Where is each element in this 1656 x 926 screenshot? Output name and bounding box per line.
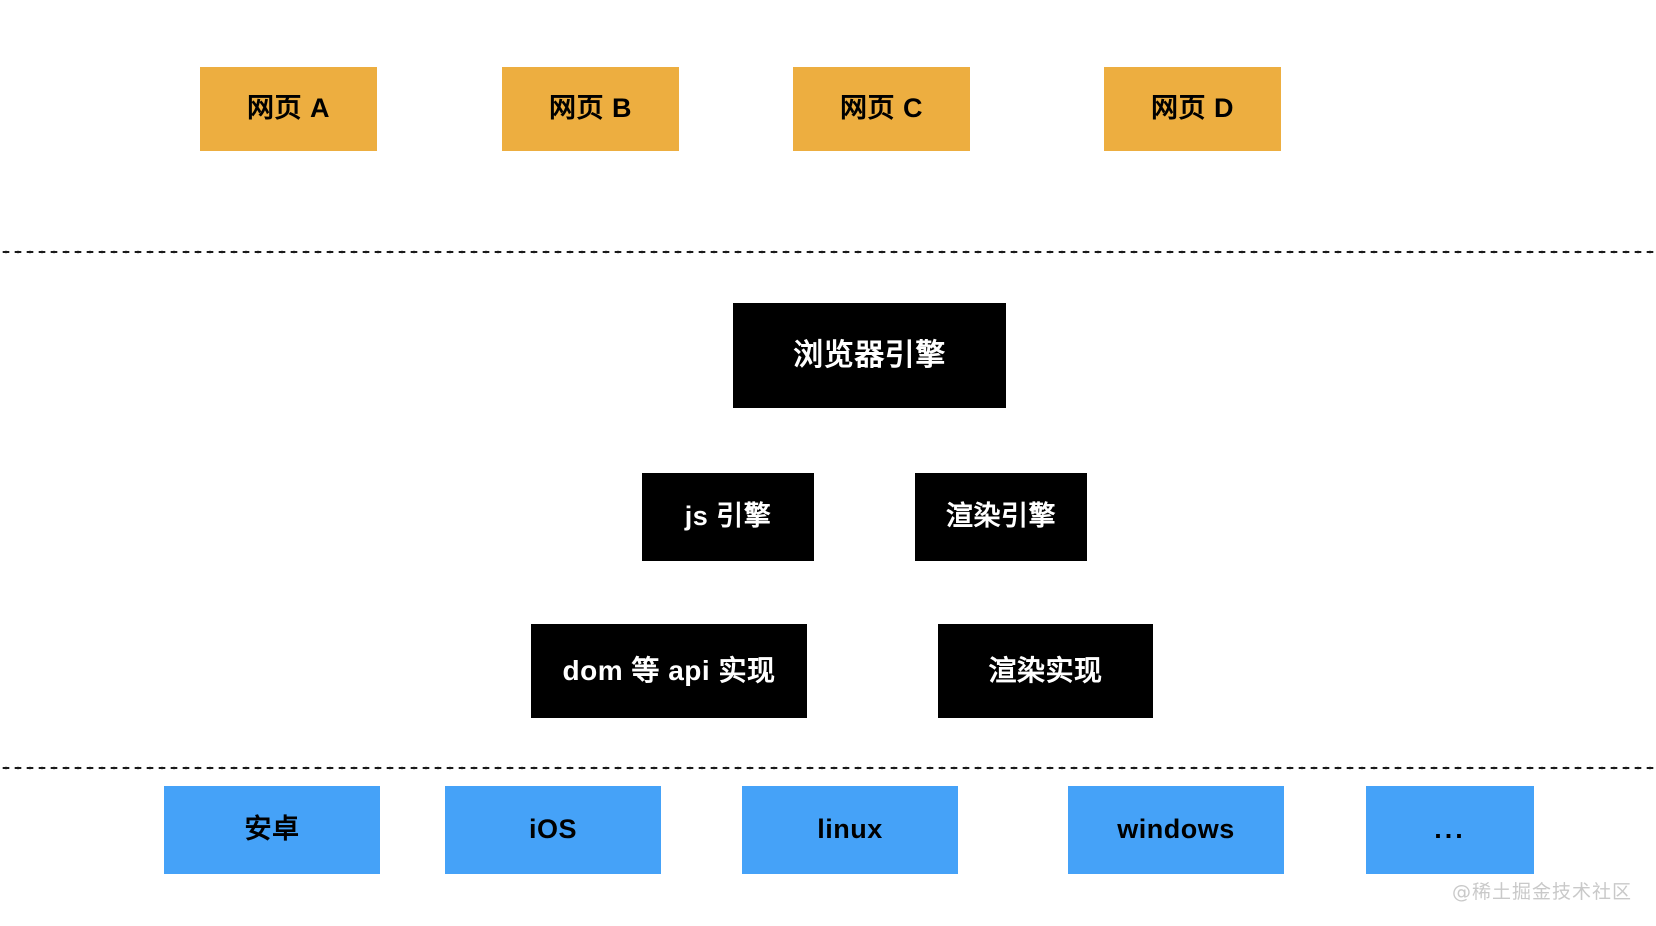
watermark: @稀土掘金技术社区 [1451, 881, 1632, 903]
os-more-label: ... [1434, 814, 1466, 845]
web-page-d-label: 网页 D [1151, 93, 1234, 124]
web-page-a-box[interactable]: 网页 A [200, 67, 377, 151]
os-linux-box[interactable]: linux [742, 786, 958, 874]
web-page-c-label: 网页 C [840, 93, 923, 124]
os-windows-label: windows [1117, 814, 1235, 845]
js-engine-box[interactable]: js 引擎 [642, 473, 814, 561]
web-page-c-box[interactable]: 网页 C [793, 67, 970, 151]
divider-engine-os [0, 766, 1656, 770]
divider-pages-engine [0, 250, 1656, 254]
os-ios-box[interactable]: iOS [445, 786, 661, 874]
js-engine-label: js 引擎 [684, 501, 772, 532]
os-more-box[interactable]: ... [1366, 786, 1534, 874]
render-implementation-box[interactable]: 渲染实现 [938, 624, 1153, 718]
os-android-box[interactable]: 安卓 [164, 786, 380, 874]
dom-api-implementation-label: dom 等 api 实现 [562, 654, 776, 686]
web-page-d-box[interactable]: 网页 D [1104, 67, 1281, 151]
render-engine-label: 渲染引擎 [946, 501, 1056, 532]
dom-api-implementation-box[interactable]: dom 等 api 实现 [531, 624, 807, 718]
render-engine-box[interactable]: 渲染引擎 [915, 473, 1087, 561]
os-ios-label: iOS [528, 814, 577, 845]
os-linux-label: linux [817, 814, 883, 845]
render-implementation-label: 渲染实现 [988, 654, 1103, 686]
web-page-b-box[interactable]: 网页 B [502, 67, 679, 151]
browser-engine-box[interactable]: 浏览器引擎 [733, 303, 1006, 408]
browser-engine-label: 浏览器引擎 [793, 339, 946, 372]
os-android-label: 安卓 [244, 814, 300, 845]
os-windows-box[interactable]: windows [1068, 786, 1284, 874]
web-page-b-label: 网页 B [549, 93, 632, 124]
web-page-a-label: 网页 A [247, 93, 330, 124]
